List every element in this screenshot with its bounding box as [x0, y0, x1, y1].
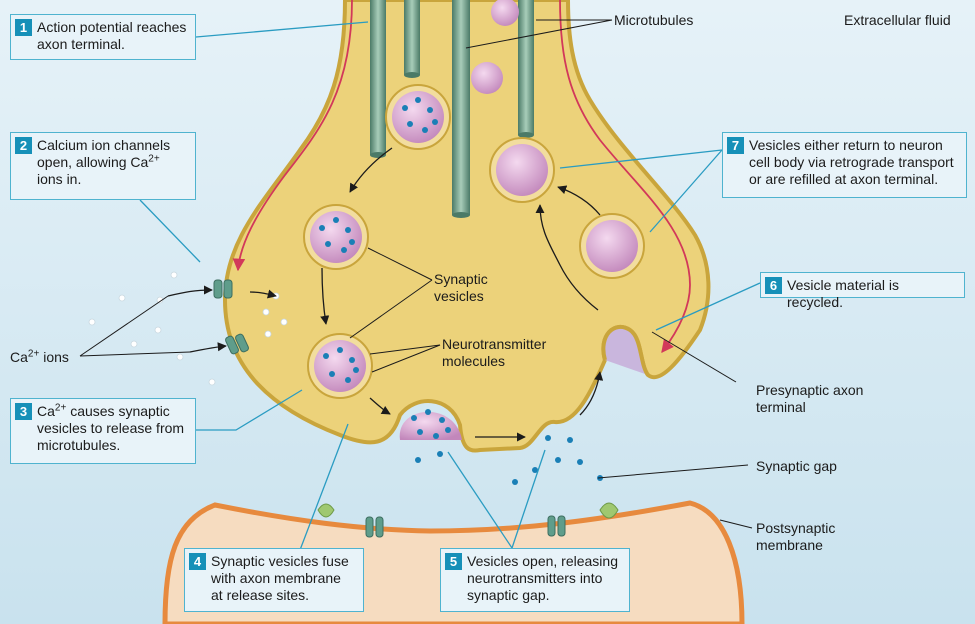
- step-2-box: 2 Calcium ion channels open, allowing Ca…: [10, 132, 196, 200]
- action-potential-right-arrow: [559, 0, 691, 354]
- step-badge: 6: [765, 277, 782, 294]
- step-6-box: 6 Vesicle material is recycled.: [760, 272, 965, 310]
- recycling-pocket: [601, 324, 650, 377]
- step-text: Action potential reaches axon terminal.: [37, 19, 187, 52]
- postsynaptic-membrane-label: Postsynaptic membrane: [756, 520, 836, 553]
- action-potential-left-arrow: [232, 0, 353, 272]
- step-1-box: 1 Action potential reaches axon terminal…: [10, 14, 196, 60]
- step-text: Vesicle material is recycled.: [787, 277, 900, 310]
- step-badge: 1: [15, 19, 32, 36]
- step-3-box: 3 Ca2+ causes synaptic vesicles to relea…: [10, 398, 196, 464]
- step-badge: 2: [15, 137, 32, 154]
- calcium-channels: [213, 279, 249, 355]
- step-badge: 4: [189, 553, 206, 570]
- synaptic-gap-label: Synaptic gap: [756, 458, 837, 474]
- neurotransmitter-molecules: [319, 97, 603, 485]
- neurotransmitter-molecules-label: Neurotransmitter molecules: [442, 336, 547, 369]
- calcium-ions: [88, 271, 288, 386]
- step-text: Calcium ion channels open, allowing Ca2+…: [37, 137, 171, 187]
- free-vesicle: [491, 0, 519, 26]
- step-text: Vesicles open, releasing neurotransmitte…: [467, 553, 618, 603]
- step-4-box: 4 Synaptic vesicles fuse with axon membr…: [184, 548, 364, 612]
- process-arrows: [167, 147, 604, 442]
- microtubules: [370, 0, 534, 218]
- step-7-box: 7 Vesicles either return to neuron cell …: [722, 132, 967, 198]
- microtubules-label: Microtubules: [614, 12, 694, 28]
- extracellular-fluid-label: Extracellular fluid: [844, 12, 951, 28]
- step-badge: 7: [727, 137, 744, 154]
- step-leaders: [139, 21, 761, 551]
- step-5-box: 5 Vesicles open, releasing neurotransmit…: [440, 548, 630, 612]
- step-text: Synaptic vesicles fuse with axon membran…: [211, 553, 349, 603]
- calcium-ions-label: Ca2+ ions: [10, 348, 69, 365]
- free-vesicle: [471, 62, 503, 94]
- synaptic-vesicles-label: Synaptic vesicles: [434, 271, 488, 304]
- presynaptic-axon-terminal-label: Presynaptic axon terminal: [756, 382, 864, 415]
- vesicles: [303, 84, 645, 440]
- step-text: Vesicles either return to neuron cell bo…: [749, 137, 954, 187]
- label-leaders: [79, 19, 753, 529]
- postsynaptic-receptors: [317, 502, 619, 538]
- step-badge: 5: [445, 553, 462, 570]
- step-badge: 3: [15, 403, 32, 420]
- step-text: Ca2+ causes synaptic vesicles to release…: [37, 402, 185, 453]
